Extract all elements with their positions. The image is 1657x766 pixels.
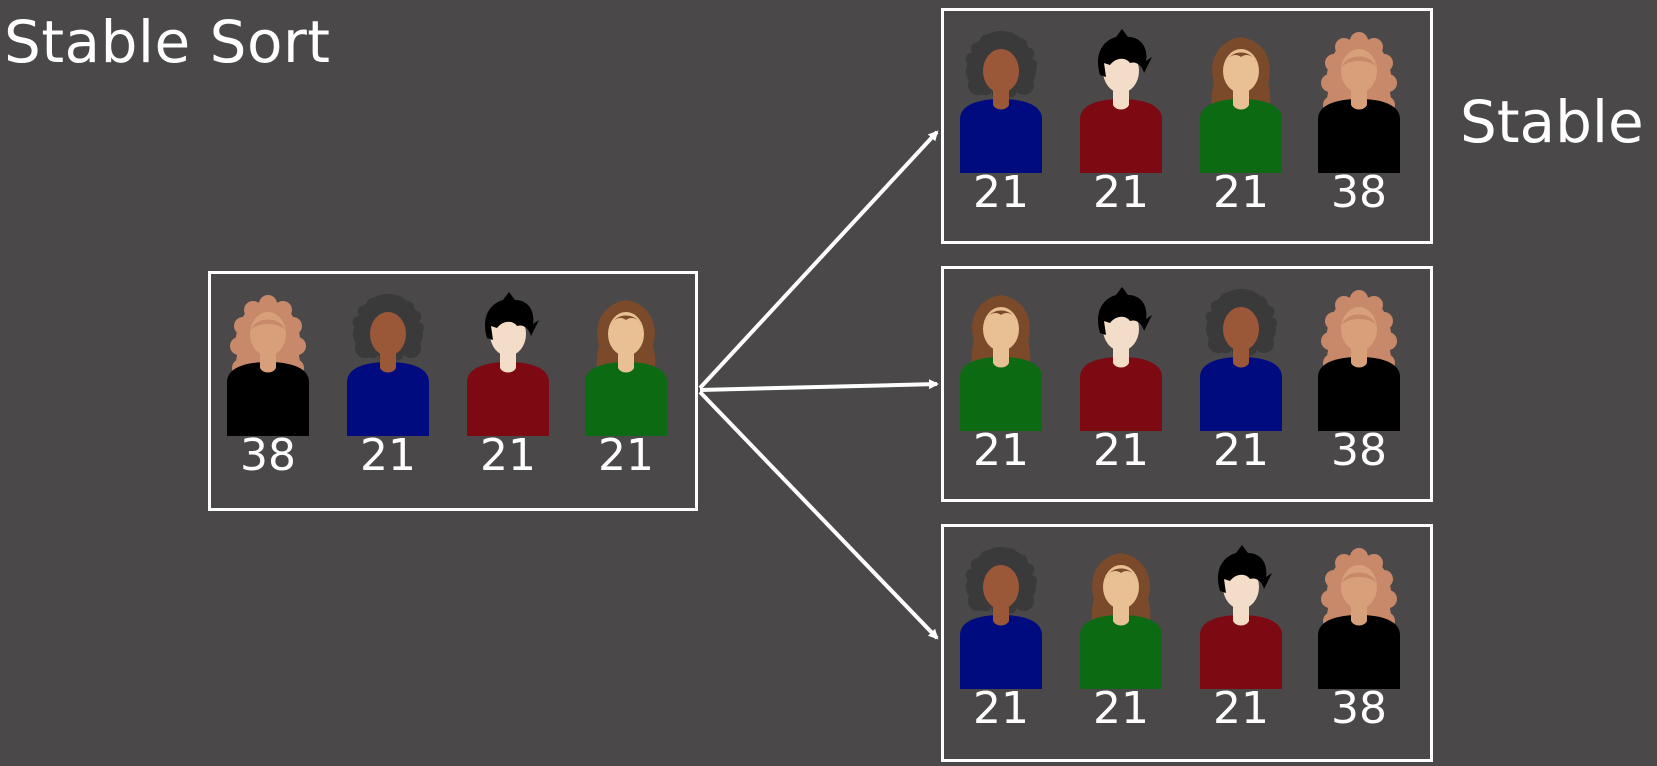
person-long-brown: 21 [956, 281, 1046, 491]
arrow-to-output-2 [699, 379, 939, 392]
age-label: 21 [1213, 683, 1269, 734]
person-black-hair: 21 [463, 286, 553, 496]
age-label: 21 [973, 425, 1029, 476]
face [983, 49, 1019, 93]
person-figure-curly_redhead [1318, 290, 1400, 431]
person-curly-redhead: 38 [1314, 539, 1404, 749]
output-box-2: 21 21 21 38 [941, 266, 1433, 502]
face [370, 312, 406, 356]
shirt [585, 362, 667, 436]
input-box: 38 21 21 21 [208, 271, 698, 511]
face [1223, 307, 1259, 351]
person-figure-black_hair [1080, 287, 1162, 431]
person-figure-long_brown [1200, 37, 1282, 173]
person-afro-man: 21 [956, 23, 1046, 233]
person-black-hair: 21 [1076, 23, 1166, 233]
person-curly-redhead: 38 [1314, 23, 1404, 233]
person-curly-redhead: 38 [1314, 281, 1404, 491]
shirt [1200, 357, 1282, 431]
person-afro-man: 21 [343, 286, 433, 496]
person-figure-afro_man [960, 547, 1042, 689]
age-label: 38 [1331, 425, 1387, 476]
person-figure-curly_redhead [1318, 548, 1400, 689]
output-box-3: 21 21 21 38 [941, 524, 1433, 762]
face [1341, 307, 1377, 351]
shirt [1080, 357, 1162, 431]
age-label: 21 [1213, 425, 1269, 476]
person-long-brown: 21 [1196, 23, 1286, 233]
age-label: 21 [1213, 167, 1269, 218]
age-label: 21 [973, 683, 1029, 734]
face [250, 312, 286, 356]
person-figure-afro_man [1200, 289, 1282, 431]
age-label: 21 [1093, 683, 1149, 734]
age-label: 21 [1093, 425, 1149, 476]
shirt [1200, 615, 1282, 689]
person-figure-curly_redhead [227, 295, 309, 436]
person-long-brown: 21 [581, 286, 671, 496]
person-afro-man: 21 [956, 539, 1046, 749]
age-label: 21 [480, 430, 536, 481]
person-afro-man: 21 [1196, 281, 1286, 491]
stable-label: Stable [1460, 88, 1644, 156]
age-label: 21 [1093, 167, 1149, 218]
person-figure-afro_man [960, 31, 1042, 173]
arrow-to-output-3 [698, 390, 939, 640]
age-label: 38 [240, 430, 296, 481]
age-label: 21 [973, 167, 1029, 218]
shirt [467, 362, 549, 436]
shirt [1318, 99, 1400, 173]
person-figure-curly_redhead [1318, 32, 1400, 173]
shirt [960, 357, 1042, 431]
shirt [1080, 615, 1162, 689]
output-box-1: 21 21 21 38 [941, 8, 1433, 244]
person-figure-black_hair [467, 292, 549, 436]
person-figure-long_brown [960, 295, 1042, 431]
shirt [960, 99, 1042, 173]
face [1341, 49, 1377, 93]
face [983, 565, 1019, 609]
shirt [1318, 615, 1400, 689]
shirt [960, 615, 1042, 689]
shirt [347, 362, 429, 436]
shirt [1318, 357, 1400, 431]
shirt [1080, 99, 1162, 173]
person-long-brown: 21 [1076, 539, 1166, 749]
person-figure-black_hair [1080, 29, 1162, 173]
face [1341, 565, 1377, 609]
person-figure-afro_man [347, 294, 429, 436]
shirt [227, 362, 309, 436]
face [983, 307, 1019, 351]
age-label: 38 [1331, 683, 1387, 734]
age-label: 38 [1331, 167, 1387, 218]
face [608, 312, 644, 356]
person-figure-black_hair [1200, 545, 1282, 689]
person-figure-long_brown [585, 300, 667, 436]
person-black-hair: 21 [1196, 539, 1286, 749]
page-title: Stable Sort [4, 8, 331, 76]
age-label: 21 [598, 430, 654, 481]
person-figure-long_brown [1080, 553, 1162, 689]
person-black-hair: 21 [1076, 281, 1166, 491]
shirt [1200, 99, 1282, 173]
face [1223, 49, 1259, 93]
arrow-to-output-1 [698, 130, 939, 390]
person-curly-redhead: 38 [223, 286, 313, 496]
face [1103, 565, 1139, 609]
age-label: 21 [360, 430, 416, 481]
